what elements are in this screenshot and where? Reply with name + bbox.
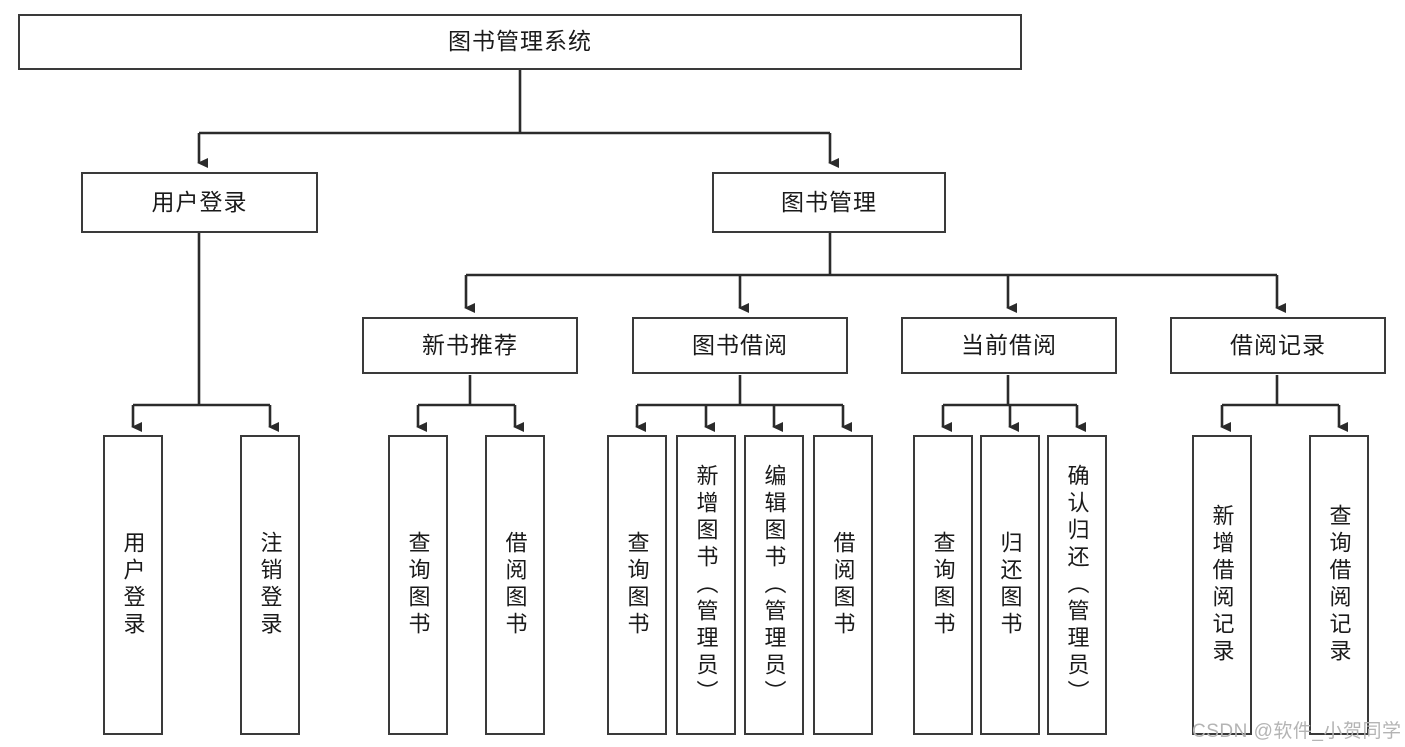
leaf-query-book-1[interactable]: 查询图书: [388, 435, 448, 735]
leaf-add-record[interactable]: 新增借阅记录: [1192, 435, 1252, 735]
node-label: 确认归还（管理员）: [1064, 463, 1090, 707]
watermark: CSDN @软件_小贺同学: [1192, 721, 1402, 742]
node-label: 注销登录: [257, 531, 283, 639]
node-label: 图书管理: [781, 188, 877, 215]
node-borrow-record[interactable]: 借阅记录: [1170, 317, 1386, 374]
node-label: 借阅图书: [502, 531, 528, 639]
node-current-borrow[interactable]: 当前借阅: [901, 317, 1117, 374]
node-label: 借阅记录: [1230, 331, 1326, 358]
node-label: 查询图书: [405, 531, 431, 639]
node-label: 新增图书（管理员）: [693, 463, 719, 707]
leaf-query-record[interactable]: 查询借阅记录: [1309, 435, 1369, 735]
node-label: 用户登录: [151, 188, 248, 215]
node-label: 查询借阅记录: [1326, 504, 1352, 666]
node-user-login[interactable]: 用户登录: [81, 172, 318, 233]
node-root-book-management-system[interactable]: 图书管理系统: [18, 14, 1022, 70]
leaf-logout[interactable]: 注销登录: [240, 435, 300, 735]
leaf-return-book[interactable]: 归还图书: [980, 435, 1040, 735]
node-book-borrow[interactable]: 图书借阅: [632, 317, 848, 374]
node-label: 查询图书: [930, 531, 956, 639]
node-book-management[interactable]: 图书管理: [712, 172, 946, 233]
leaf-user-login[interactable]: 用户登录: [103, 435, 163, 735]
leaf-query-book-3[interactable]: 查询图书: [913, 435, 973, 735]
leaf-query-book-2[interactable]: 查询图书: [607, 435, 667, 735]
node-label: 图书借阅: [692, 331, 788, 358]
node-label: 查询图书: [624, 531, 650, 639]
node-label: 编辑图书（管理员）: [761, 463, 787, 707]
leaf-borrow-book-1[interactable]: 借阅图书: [485, 435, 545, 735]
leaf-add-book[interactable]: 新增图书（管理员）: [676, 435, 736, 735]
node-label: 当前借阅: [961, 331, 1057, 358]
node-new-book-recommend[interactable]: 新书推荐: [362, 317, 578, 374]
node-label: 借阅图书: [830, 531, 856, 639]
node-label: 图书管理系统: [448, 28, 592, 55]
leaf-borrow-book-2[interactable]: 借阅图书: [813, 435, 873, 735]
node-label: 新增借阅记录: [1209, 504, 1235, 666]
node-label: 新书推荐: [422, 331, 518, 358]
leaf-edit-book[interactable]: 编辑图书（管理员）: [744, 435, 804, 735]
node-label: 用户登录: [120, 531, 146, 639]
leaf-confirm-return[interactable]: 确认归还（管理员）: [1047, 435, 1107, 735]
node-label: 归还图书: [997, 531, 1023, 639]
